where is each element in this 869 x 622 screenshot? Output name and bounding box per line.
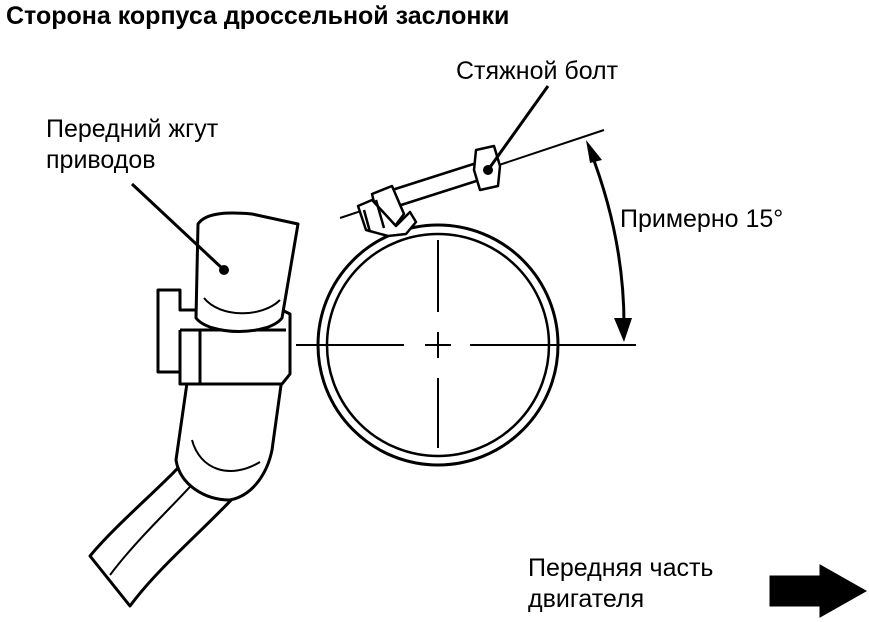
- angle-label-text: Примерно 15°: [620, 205, 784, 233]
- harness-middle-segment: [174, 374, 284, 502]
- angle-indicator: [586, 140, 632, 342]
- angle-arrow-bottom-icon: [614, 318, 632, 342]
- front-harness-label-line2: приводов: [46, 146, 156, 174]
- front-harness-label-line1: Передний жгут: [46, 115, 219, 143]
- clamp-bolt-washer: [362, 199, 386, 233]
- engine-front-arrow-icon: [769, 564, 868, 618]
- angle-arc: [588, 149, 626, 331]
- engine-front-label-line1: Передняя часть: [528, 554, 714, 582]
- clamp-bolt: [356, 144, 502, 238]
- harness-leader-line: [130, 182, 226, 272]
- page-title: Сторона корпуса дроссельной заслонки: [6, 2, 510, 30]
- engine-front-label: Передняя часть двигателя: [528, 553, 713, 615]
- clamp-bolt-bracket: [356, 198, 418, 238]
- front-harness: [88, 211, 300, 608]
- angle-arrow-top-icon: [586, 140, 602, 163]
- harness-middle-inner-line: [191, 439, 261, 472]
- engine-front-label-line2: двигателя: [528, 585, 645, 613]
- front-harness-label: Передний жгут приводов: [46, 114, 218, 176]
- harness-upper-segment: [194, 211, 300, 333]
- clamp-bolt-label-text: Стяжной болт: [456, 57, 619, 85]
- clamp-bolt-leader-line: [486, 85, 550, 171]
- angle-label: Примерно 15°: [620, 204, 783, 235]
- harness-upper-inner-line: [203, 297, 281, 315]
- clamp-bolt-label: Стяжной болт: [456, 56, 618, 87]
